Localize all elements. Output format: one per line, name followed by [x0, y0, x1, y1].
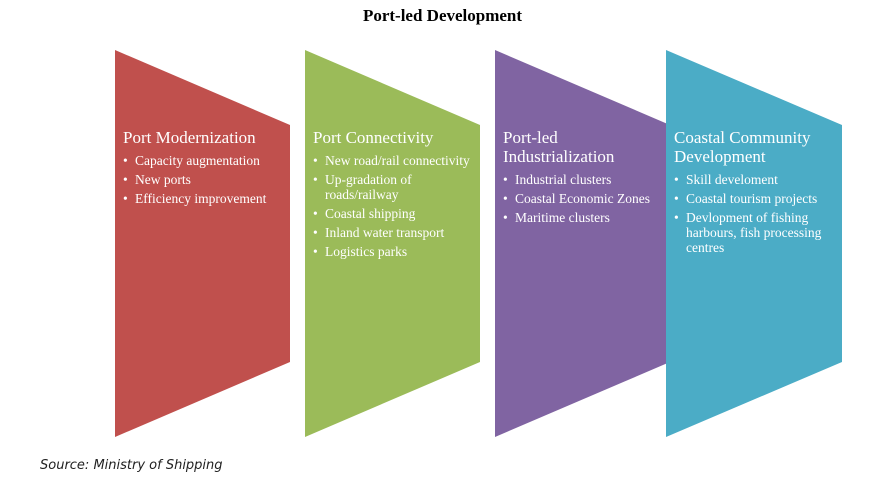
source-note: Source: Ministry of Shipping [40, 458, 223, 473]
panel-title: Port Connectivity [313, 128, 434, 147]
panel-items: •New road/rail connectivity •Up-gradatio… [313, 153, 475, 259]
list-item: •Up-gradation of roads/railway [313, 172, 412, 202]
panel-1: Port Modernization •Capacity augmentatio… [123, 128, 285, 210]
panel-shape-1 [115, 50, 290, 437]
list-item: •Capacity augmentation [123, 153, 260, 168]
list-item: •Devlopment of fishing harbours, fish pr… [674, 210, 822, 255]
panel-3: Port-led Industrialization •Industrial c… [503, 128, 665, 229]
panel-shape-4 [666, 50, 842, 437]
list-item: •Industrial clusters [503, 172, 612, 187]
list-item: •Logistics parks [313, 244, 408, 259]
panel-4: Coastal Community Development •Skill dev… [674, 128, 836, 259]
panel-title: Coastal Community Development [674, 128, 811, 166]
panel-shape-3 [495, 50, 670, 437]
list-item: •Coastal tourism projects [674, 191, 818, 206]
list-item: •Skill develoment [674, 172, 778, 187]
list-item: •Coastal shipping [313, 206, 416, 221]
panel-items: •Capacity augmentation •New ports •Effic… [123, 153, 285, 206]
list-item: •Maritime clusters [503, 210, 610, 225]
list-item: •Inland water transport [313, 225, 445, 240]
panel-title: Port Modernization [123, 128, 256, 147]
list-item: •Efficiency improvement [123, 191, 267, 206]
panel-title: Port-led Industrialization [503, 128, 615, 166]
list-item: •New road/rail connectivity [313, 153, 470, 168]
panel-items: •Skill develoment •Coastal tourism proje… [674, 172, 836, 255]
panel-shape-2 [305, 50, 480, 437]
diagram-title: Port-led Development [362, 6, 523, 25]
panel-2: Port Connectivity •New road/rail connect… [313, 128, 475, 263]
list-item: •Coastal Economic Zones [503, 191, 650, 206]
panel-items: •Industrial clusters •Coastal Economic Z… [503, 172, 665, 225]
list-item: •New ports [123, 172, 191, 187]
